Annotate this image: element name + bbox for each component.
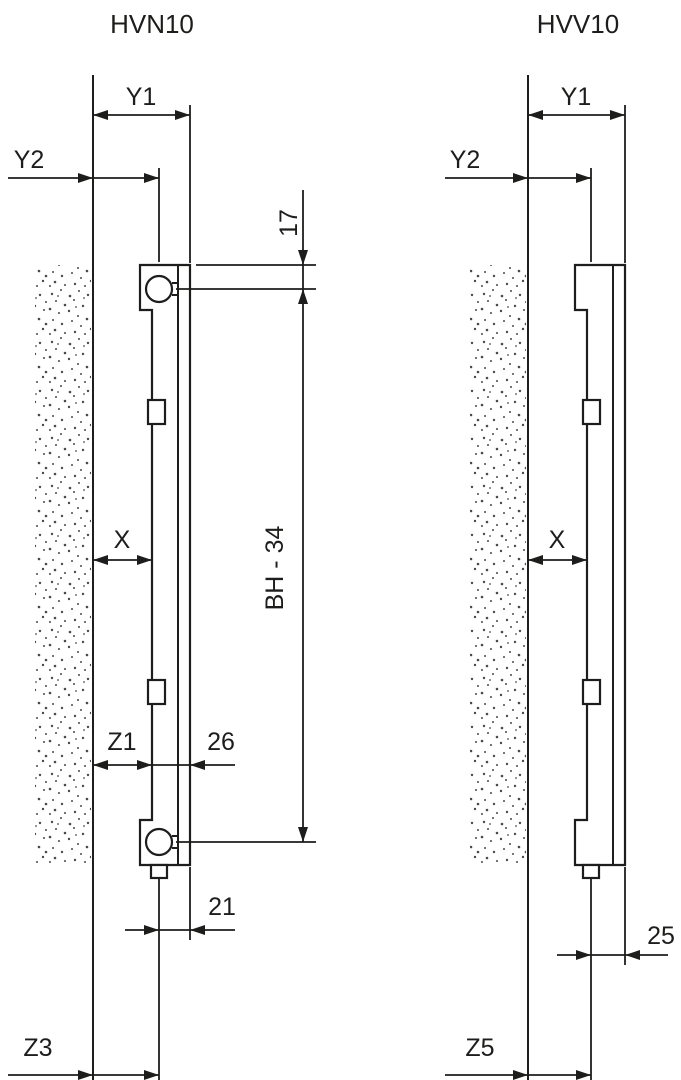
arrowhead-at-axis [144, 1070, 159, 1080]
arrowhead-left [93, 110, 108, 120]
arrowhead-up-pipe-center [298, 289, 308, 304]
dim-x-left: X [93, 526, 152, 565]
arrowhead-at-axis [144, 925, 159, 935]
top-connection-circle [144, 274, 174, 304]
left-diagram: HVN10 Y1 [8, 9, 316, 1080]
dim-z3-left: Z3 [8, 1034, 159, 1080]
dim-label-21: 21 [208, 893, 236, 921]
arrowhead-at-wall [513, 173, 528, 183]
radiator-outline [573, 263, 627, 867]
dim-label-x: X [549, 526, 566, 554]
dim-label-y2: Y2 [450, 146, 481, 174]
arrowhead-at-axis [144, 173, 159, 183]
arrowhead-at-wall [513, 1070, 528, 1080]
radiator-outline [138, 263, 192, 867]
dim-label-z5: Z5 [465, 1034, 494, 1062]
dim-z1-26-left: Z1 26 [93, 728, 235, 770]
dim-label-25: 25 [647, 922, 675, 950]
radiator-side-profile [573, 263, 627, 880]
arrowhead-down-bottom [298, 827, 308, 842]
arrowhead-left [528, 555, 543, 565]
arrowhead-at-front [625, 950, 640, 960]
arrowhead-right [175, 110, 190, 120]
arrowhead-right [137, 555, 152, 565]
dim-label-x: X [114, 526, 131, 554]
dim-y2-right: Y2 [445, 146, 592, 262]
bottom-connection-circle [144, 827, 174, 857]
bottom-valve-stub [581, 863, 601, 880]
dim-y1-left: Y1 [93, 83, 191, 263]
dim-z5-right: Z5 [445, 1034, 591, 1080]
dim-label-26: 26 [207, 728, 235, 756]
dim-label-z3: Z3 [23, 1034, 52, 1062]
dim-label-z1: Z1 [107, 728, 136, 756]
arrowhead-at-axis [576, 1070, 591, 1080]
wall-texture [470, 265, 526, 865]
dim-label-y2: Y2 [14, 146, 45, 174]
arrowhead-right [572, 555, 587, 565]
arrowhead-right [610, 110, 625, 120]
arrowhead-front [190, 760, 205, 770]
dim-21-left: 21 [125, 867, 236, 1080]
dim-label-y1: Y1 [561, 83, 592, 111]
dim-label-y1: Y1 [126, 83, 157, 111]
dim-label-17: 17 [275, 209, 303, 237]
arrowhead-at-wall [78, 173, 93, 183]
dim-25-right: 25 [557, 867, 675, 1080]
wall-texture [35, 265, 91, 865]
arrowhead-at-axis [576, 173, 591, 183]
arrowhead-down-top-edge [298, 250, 308, 265]
arrowhead-left [93, 760, 108, 770]
upper-bracket-tab [146, 398, 167, 426]
arrowhead-mid [137, 760, 152, 770]
arrowhead-left [528, 110, 543, 120]
dim-x-right: X [528, 526, 587, 565]
dim-label-bh-34: BH - 34 [261, 526, 289, 611]
bottom-pipe-stub [149, 863, 169, 880]
arrowhead-left [93, 555, 108, 565]
dim-y2-left: Y2 [8, 146, 160, 262]
upper-bracket-tab [581, 398, 602, 426]
dim-y1-right: Y1 [528, 83, 626, 263]
left-title: HVN10 [110, 9, 194, 39]
lower-bracket-tab [146, 678, 167, 706]
dim-vertical-left: 17 BH - 34 [176, 190, 316, 843]
right-diagram: HVV10 Y1 Y2 [445, 9, 675, 1080]
arrowhead-at-axis [576, 950, 591, 960]
right-title: HVV10 [537, 9, 619, 39]
arrowhead-at-wall [78, 1070, 93, 1080]
arrowhead-at-front [190, 925, 205, 935]
lower-bracket-tab [581, 678, 602, 706]
radiator-side-profile [138, 263, 192, 880]
